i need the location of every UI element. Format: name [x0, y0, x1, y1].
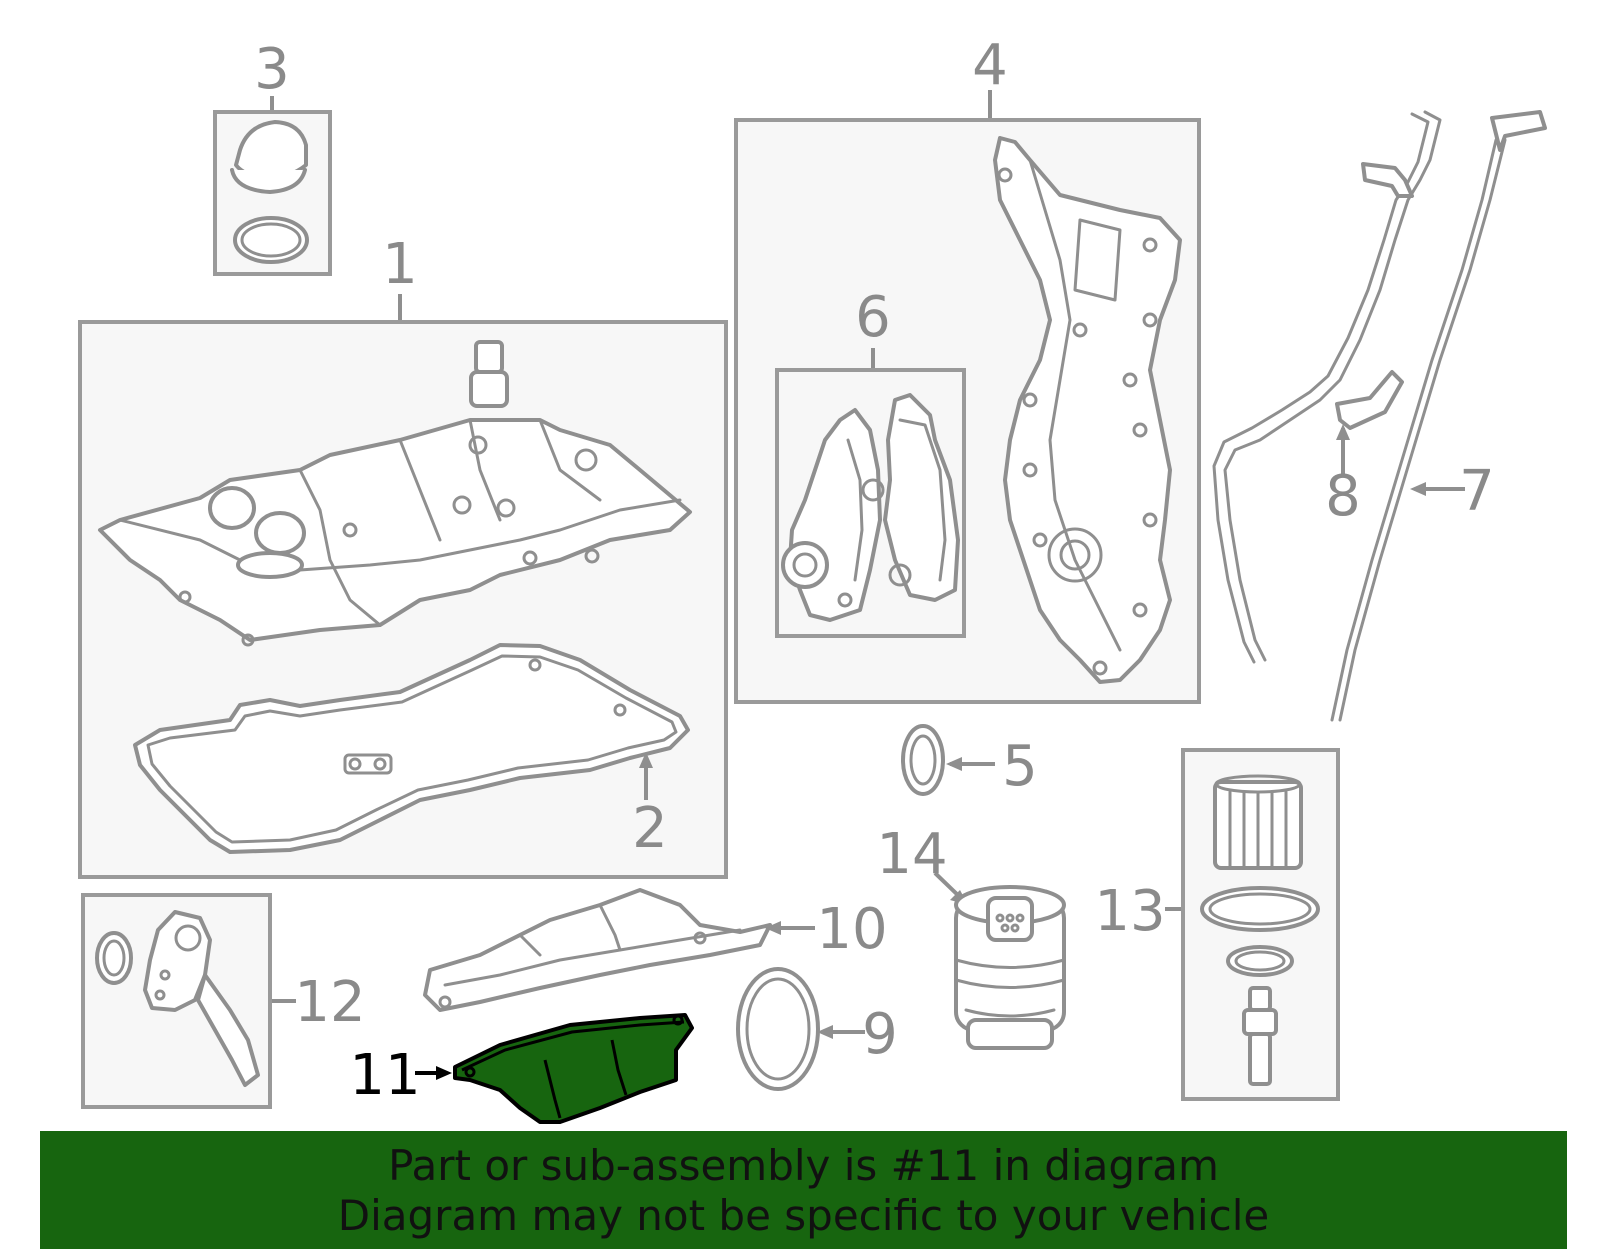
part-2-valve-cover-gasket[interactable] — [133, 643, 690, 854]
part-3-oil-filler-cap[interactable] — [213, 96, 332, 276]
part-14-oil-filter-cap[interactable] — [933, 871, 1066, 1050]
info-banner: Part or sub-assembly is #11 in diagram D… — [40, 1131, 1567, 1249]
banner-line-1: Part or sub-assembly is #11 in diagram — [388, 1141, 1219, 1190]
callout-12: 12 — [294, 970, 365, 1035]
callout-5: 5 — [1002, 734, 1038, 799]
part-12-sensor[interactable] — [81, 893, 296, 1109]
callout-6: 6 — [855, 285, 891, 350]
callout-3: 3 — [254, 37, 290, 102]
callout-9: 9 — [862, 1002, 898, 1067]
part-6-water-pump[interactable] — [775, 348, 966, 638]
part-7-dipstick[interactable] — [1330, 110, 1547, 722]
callout-7: 7 — [1459, 459, 1495, 524]
part-4-timing-cover[interactable] — [734, 90, 1201, 704]
callout-14: 14 — [876, 822, 947, 887]
callout-10: 10 — [816, 897, 887, 962]
callout-4: 4 — [972, 33, 1008, 98]
callout-13: 13 — [1094, 879, 1165, 944]
part-9-seal[interactable] — [736, 967, 865, 1091]
part-5-seal[interactable] — [901, 724, 995, 796]
part-8-dipstick-tube[interactable] — [1212, 110, 1442, 664]
part-10-baffle-plate[interactable] — [423, 888, 815, 1012]
callout-11: 11 — [349, 1043, 420, 1108]
callout-2: 2 — [632, 796, 668, 861]
banner-line-2: Diagram may not be specific to your vehi… — [337, 1191, 1270, 1240]
part-13-oil-filter[interactable] — [1165, 748, 1340, 1101]
callout-8: 8 — [1325, 464, 1361, 529]
callout-1: 1 — [382, 232, 418, 297]
part-11-oil-pan[interactable] — [415, 1013, 694, 1124]
